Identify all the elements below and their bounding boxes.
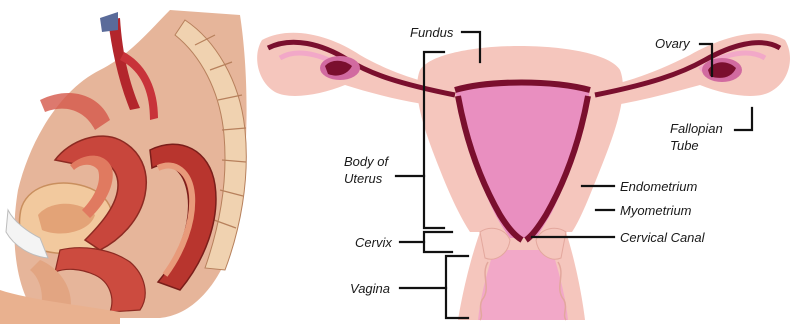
- label-fundus: Fundus: [410, 25, 454, 40]
- label-cervix: Cervix: [355, 235, 392, 250]
- label-body-of-uterus-line2: Uterus: [344, 171, 383, 186]
- label-vagina: Vagina: [350, 281, 390, 296]
- pelvic-model-illustration: [0, 10, 247, 324]
- label-fallopian-tube-line1: Fallopian: [670, 121, 723, 136]
- label-myometrium: Myometrium: [620, 203, 692, 218]
- uterus-diagram: [257, 33, 790, 320]
- label-cervical-canal: Cervical Canal: [620, 230, 706, 245]
- label-body-of-uterus-line1: Body of: [344, 154, 389, 169]
- label-fallopian-tube-line2: Tube: [670, 138, 699, 153]
- label-ovary: Ovary: [655, 36, 691, 51]
- label-endometrium: Endometrium: [620, 179, 697, 194]
